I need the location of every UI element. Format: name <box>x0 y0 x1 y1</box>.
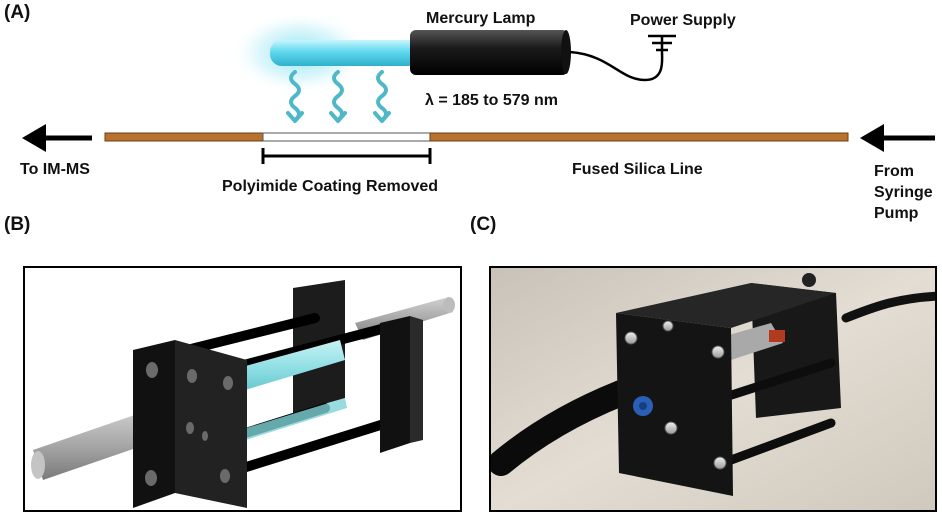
coating-bracket <box>261 148 432 164</box>
capillary-left <box>104 132 264 142</box>
capillary-right <box>429 132 849 142</box>
panel-c-label: (C) <box>470 214 497 235</box>
uv-tube <box>270 40 420 66</box>
power-cord <box>569 50 664 82</box>
to-ims-label: To IM-MS <box>20 161 90 178</box>
knob <box>802 273 816 287</box>
frame-front-plate <box>175 340 247 508</box>
fused-silica-label: Fused Silica Line <box>572 161 703 178</box>
frame-front-plate-side <box>133 340 175 508</box>
ground-symbol-icon <box>648 34 676 52</box>
uv-tube-3d <box>220 340 345 396</box>
coating-removed-label: Polyimide Coating Removed <box>222 178 439 195</box>
panel-c-photo <box>489 266 937 512</box>
from-syringe-line-2: Syringe <box>874 184 933 201</box>
power-supply-label: Power Supply <box>630 12 736 29</box>
frame-right-plate <box>380 316 410 453</box>
right-arrow-icon <box>860 124 935 152</box>
uv-wave-icon <box>289 70 388 122</box>
photo-front-plate <box>616 313 733 496</box>
lamp-label: Mercury Lamp <box>426 10 536 27</box>
panel-a-label: (A) <box>4 2 31 23</box>
from-syringe-line-1: From <box>874 163 914 180</box>
left-arrow-icon <box>22 124 92 152</box>
rod-left <box>31 408 165 480</box>
mercury-lamp-body <box>410 30 568 75</box>
from-syringe-line-3: Pump <box>874 205 919 222</box>
cable-right <box>841 291 935 323</box>
from-syringe-pump-label: From Syringe Pump <box>874 161 933 224</box>
wavelength-label: λ = 185 to 579 nm <box>425 92 558 109</box>
panel-b-label: (B) <box>4 214 31 235</box>
panel-b-render <box>23 266 462 512</box>
capillary-uncoated <box>262 132 431 142</box>
cable-left <box>491 380 634 476</box>
